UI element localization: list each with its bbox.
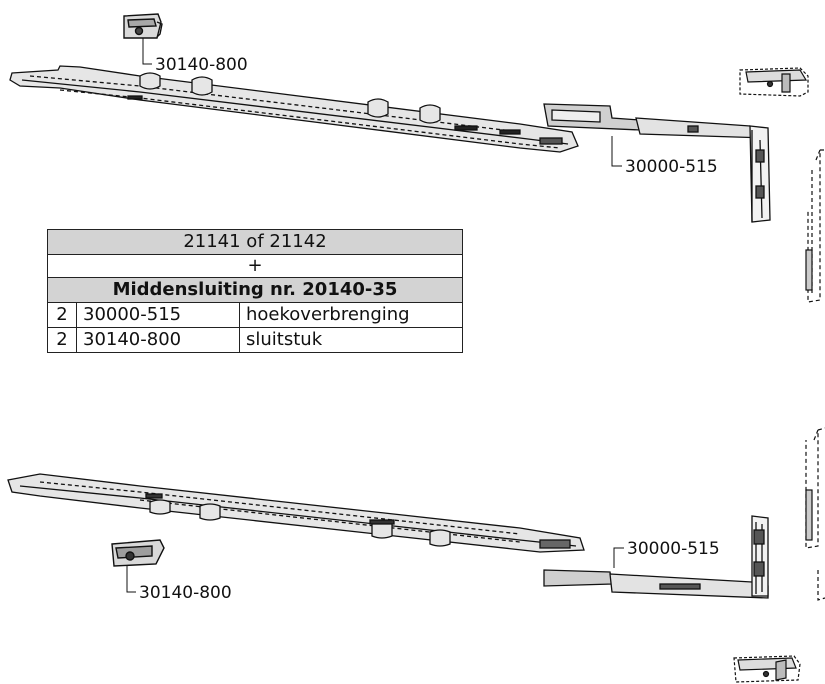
corner-drive-bottom [543, 515, 769, 599]
parts-table: 21141 of 21142 + Middensluiting nr. 2014… [47, 229, 463, 353]
corner-drive-top [543, 103, 771, 223]
keeper-bottom-right [733, 655, 801, 683]
keeper-top-right [739, 67, 809, 97]
leader-bottom-lock [126, 566, 136, 593]
frame-profile-top-right [805, 149, 825, 303]
espagnolette-bar-bottom [7, 473, 585, 553]
table-header-row: 21141 of 21142 [47, 229, 463, 255]
table-header: 21141 of 21142 [47, 229, 463, 255]
row-code: 30000-515 [76, 302, 240, 328]
table-section-row: Middensluiting nr. 20140-35 [47, 277, 463, 303]
leader-bottom-corner [613, 547, 624, 568]
frame-profile-bottom-right [805, 427, 825, 601]
label-30140-800-top: 30140-800 [155, 55, 248, 75]
row-desc: sluitstuk [239, 327, 463, 353]
label-30000-515-top: 30000-515 [625, 157, 718, 177]
table-row: 2 30000-515 hoekoverbrenging [47, 302, 463, 328]
lock-keeper-bottom [111, 539, 165, 567]
leader-top-lock [142, 38, 152, 65]
label-30000-515-bottom: 30000-515 [627, 539, 720, 559]
row-desc: hoekoverbrenging [239, 302, 463, 328]
table-row: 2 30140-800 sluitstuk [47, 327, 463, 353]
leader-top-corner [611, 136, 622, 167]
plus-sign: + [47, 254, 463, 278]
table-plus-row: + [47, 254, 463, 278]
lock-keeper-top [123, 13, 163, 39]
label-30140-800-bottom: 30140-800 [139, 583, 232, 603]
row-code: 30140-800 [76, 327, 240, 353]
espagnolette-bar-top [9, 65, 579, 153]
row-qty: 2 [47, 302, 77, 328]
row-qty: 2 [47, 327, 77, 353]
section-title: Middensluiting nr. 20140-35 [47, 277, 463, 303]
